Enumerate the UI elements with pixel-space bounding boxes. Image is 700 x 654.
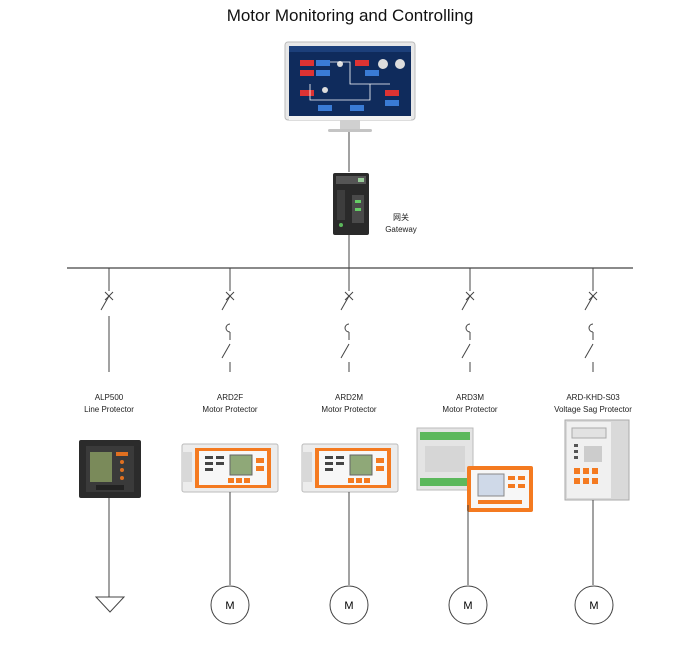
- device-model: ARD2F: [216, 393, 244, 402]
- motor-label: M: [463, 600, 472, 612]
- scada-monitor: [284, 41, 416, 132]
- feeder-2: [221, 268, 235, 372]
- motor-label: M: [344, 600, 353, 612]
- ground-symbol: [94, 596, 126, 613]
- device-model: ARD-KHD-S03: [566, 393, 620, 402]
- device-label-alp500: ALP500 Line Protector: [44, 392, 174, 416]
- diagram-title: Motor Monitoring and Controlling: [226, 6, 474, 25]
- motor-label: M: [225, 600, 234, 612]
- ard2f-device: [181, 443, 279, 493]
- ard2m-device: [301, 443, 399, 493]
- device-model: ARD3M: [455, 393, 484, 402]
- feeder-5: [584, 268, 598, 372]
- device-role: Voltage Sag Protector: [554, 405, 632, 414]
- gateway-device: [333, 173, 369, 235]
- device-role: Motor Protector: [321, 405, 377, 414]
- device-label-ard2f: ARD2F Motor Protector: [165, 392, 295, 416]
- motor-circle: [448, 585, 488, 625]
- feeder-3: [340, 268, 354, 372]
- device-label-ard2m: ARD2M Motor Protector: [284, 392, 414, 416]
- alp500-device: [79, 440, 141, 498]
- motor-circle: [329, 585, 369, 625]
- device-role: Line Protector: [84, 405, 134, 414]
- motor-label: M: [589, 600, 598, 612]
- gateway-label-cn: 网关: [393, 213, 409, 222]
- feeder-4: [461, 268, 475, 372]
- ard3m-device: [416, 427, 533, 512]
- gateway-label-en: Gateway: [385, 225, 417, 234]
- feeder-1: [100, 268, 114, 372]
- motor-circle: [210, 585, 250, 625]
- device-role: Motor Protector: [202, 405, 258, 414]
- ard-khd-s03-device: [564, 419, 630, 501]
- device-role: Motor Protector: [442, 405, 498, 414]
- device-model: ALP500: [94, 393, 124, 402]
- device-label-ard-khd-s03: ARD-KHD-S03 Voltage Sag Protector: [528, 392, 658, 416]
- device-label-ard3m: ARD3M Motor Protector: [405, 392, 535, 416]
- gateway-label: 网关 Gateway: [376, 212, 426, 236]
- device-model: ARD2M: [334, 393, 363, 402]
- motor-circle: [574, 585, 614, 625]
